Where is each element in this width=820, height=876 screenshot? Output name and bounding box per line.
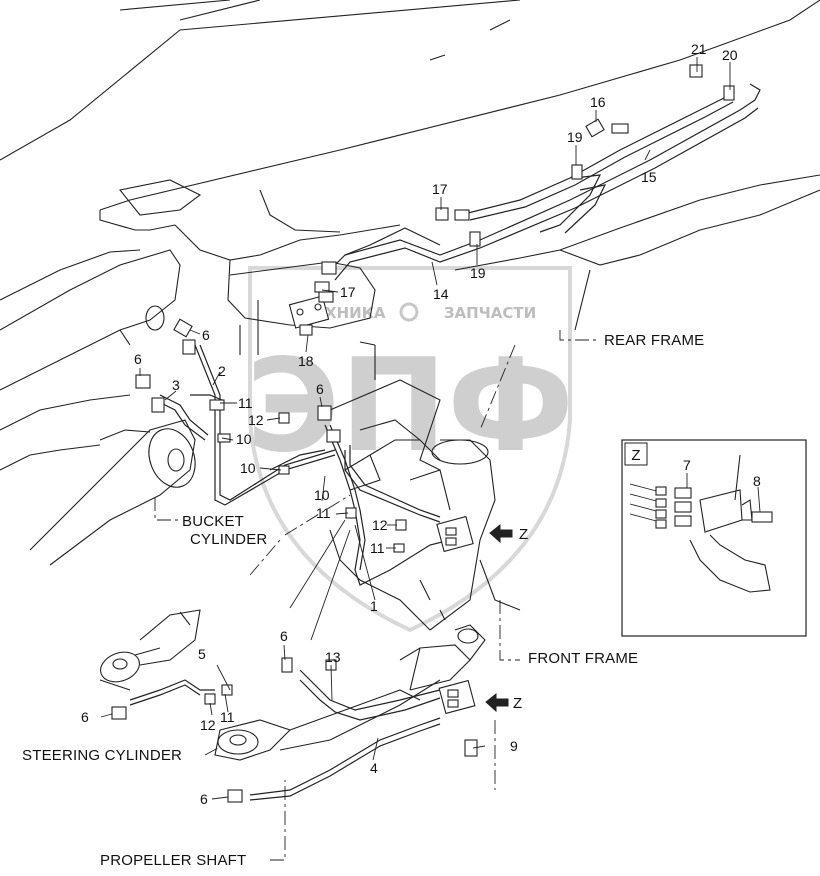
callout-6-d: 6 xyxy=(280,628,288,644)
callout-12-b: 12 xyxy=(372,517,388,533)
callout-8: 8 xyxy=(753,473,761,489)
callout-6-c: 6 xyxy=(316,381,324,397)
view-arrows xyxy=(485,523,513,713)
watermark-text-right: ЗАПЧАСТИ xyxy=(444,304,536,322)
callout-17-upper: 17 xyxy=(432,181,448,197)
callout-15: 15 xyxy=(641,169,657,185)
watermark-logo: ЭПФ xyxy=(246,332,574,481)
loader-arm xyxy=(0,249,181,471)
arrow-left-icon xyxy=(489,523,513,544)
detail-z-title: Z xyxy=(631,447,640,464)
steering-cylinder xyxy=(99,609,421,761)
detail-view-z: Z xyxy=(621,439,807,637)
callout-12-a: 12 xyxy=(248,412,264,428)
callout-4: 4 xyxy=(370,760,378,776)
callout-19-upper: 19 xyxy=(567,129,583,145)
callout-13: 13 xyxy=(325,649,341,665)
arrow-left-icon xyxy=(485,692,509,713)
callout-19-lower: 19 xyxy=(470,265,486,281)
callout-1: 1 xyxy=(370,598,378,614)
callout-18: 18 xyxy=(298,353,314,369)
callout-17-lower: 17 xyxy=(340,284,356,300)
label-view-z-lower: Z xyxy=(513,695,522,712)
label-bucket-cylinder-2: CYLINDER xyxy=(190,531,267,548)
bucket-cylinder xyxy=(29,419,196,566)
leader-lines xyxy=(100,57,761,861)
callout-11-a: 11 xyxy=(238,395,253,411)
section-labels: REAR FRAME FRONT FRAME BUCKET CYLINDER S… xyxy=(22,332,704,869)
callout-11-d: 11 xyxy=(220,709,235,725)
callout-7: 7 xyxy=(683,457,691,473)
propeller-shaft-body xyxy=(329,624,486,741)
label-view-z-upper: Z xyxy=(519,526,528,543)
label-front-frame: FRONT FRAME xyxy=(528,650,638,667)
callout-6-b: 6 xyxy=(134,351,142,367)
hydraulic-lines xyxy=(129,83,761,801)
callout-3: 3 xyxy=(172,377,180,393)
callout-6-a: 6 xyxy=(202,327,210,343)
callout-9: 9 xyxy=(510,738,518,754)
front-frame-body xyxy=(329,379,521,631)
rear-frame-body xyxy=(0,0,820,380)
callout-2: 2 xyxy=(218,363,226,379)
gear-icon xyxy=(399,302,419,322)
callout-12-c: 12 xyxy=(200,717,216,733)
callout-5: 5 xyxy=(198,646,206,662)
label-rear-frame: REAR FRAME xyxy=(604,332,704,349)
callout-20: 20 xyxy=(722,47,738,63)
callout-6-e: 6 xyxy=(81,709,89,725)
callout-numbers: 21 20 16 19 15 17 19 14 17 18 6 6 3 2 11… xyxy=(81,41,761,807)
callout-21: 21 xyxy=(691,41,707,57)
callout-10-a: 10 xyxy=(236,431,252,447)
callout-10-c: 10 xyxy=(314,487,330,503)
callout-16: 16 xyxy=(590,94,606,110)
callout-10-b: 10 xyxy=(240,460,256,476)
label-bucket-cylinder-1: BUCKET xyxy=(182,513,244,530)
label-propeller-shaft: PROPELLER SHAFT xyxy=(100,852,246,869)
fittings xyxy=(111,64,735,803)
callout-6-f: 6 xyxy=(200,791,208,807)
callout-11-b: 11 xyxy=(316,505,331,521)
callout-11-c: 11 xyxy=(370,540,385,556)
callout-14: 14 xyxy=(433,286,449,302)
label-steering-cylinder: STEERING CYLINDER xyxy=(22,747,182,764)
